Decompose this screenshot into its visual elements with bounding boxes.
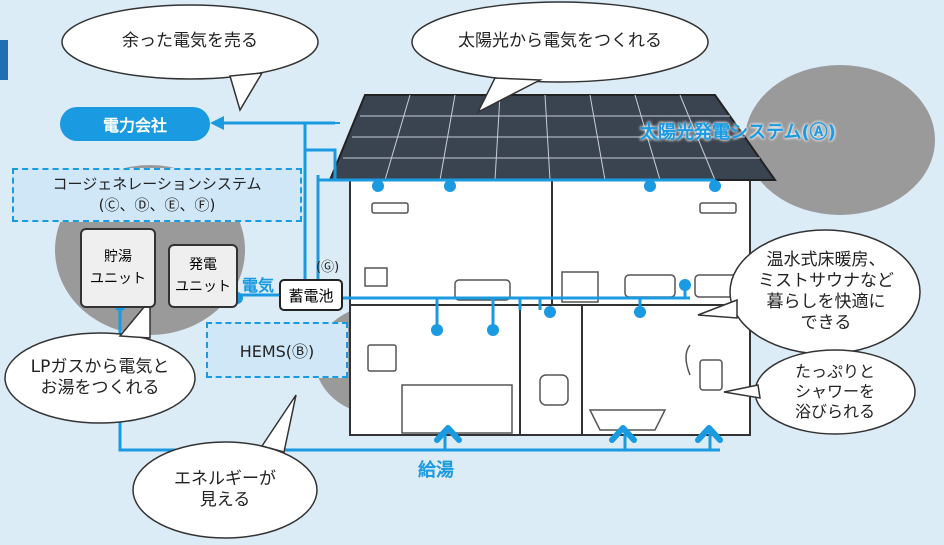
tv-icon [364,267,388,287]
storage-battery: 蓄電池 [279,279,343,311]
chest-icon [561,271,599,303]
hot-water-arrows [434,425,723,443]
kitchen-counter-icon [401,384,513,434]
bathtub-icon [588,409,667,431]
power-generation-unit: 発電 ユニット [168,244,238,308]
bubble-floor-heating: 温水式床暖房、 ミストサウナなど 暮らしを快適に できる [758,249,894,334]
bubble-lp-gas: LPガスから電気と お湯をつくれる [30,356,170,398]
sofa-icon [454,279,511,301]
shade-blob [745,65,935,215]
power-company-badge: 電力会社 [60,107,210,141]
cogeneration-codes: (Ⓒ、Ⓓ、Ⓔ、Ⓕ) [98,196,216,214]
water-heater-icon [699,359,723,391]
bubble-solar-generation: 太陽光から電気をつくれる [458,31,662,52]
electricity-label: 電気 [242,276,275,295]
battery-code-label: (Ⓖ) [316,260,340,275]
hems-label: HEMS(Ⓑ) [206,322,348,378]
shower-icon [685,344,691,376]
speech-bubbles [4,1,921,539]
cogeneration-title: コージェネレーションシステム [52,175,262,193]
wall-monitor-icon [367,344,397,372]
furniture-sketches [364,202,741,434]
corner-tab [0,40,8,80]
hot-water-storage-unit: 貯湯 ユニット [80,228,156,308]
bubble-energy-visible: エネルギーが 見える [174,468,276,510]
air-conditioner-icon [371,202,409,214]
hot-water-supply-label: 給湯 [418,460,454,481]
bubble-sell-electricity: 余った電気を売る [122,31,258,52]
cogeneration-label: コージェネレーションシステム (Ⓒ、Ⓓ、Ⓔ、Ⓕ) [12,168,302,222]
air-conditioner-icon [699,202,737,214]
toilet-icon [539,374,569,406]
bubble-shower: たっぷりと シャワーを 浴びられる [794,362,875,421]
solar-system-label: 太陽光発電システム(Ⓐ) [640,122,836,143]
